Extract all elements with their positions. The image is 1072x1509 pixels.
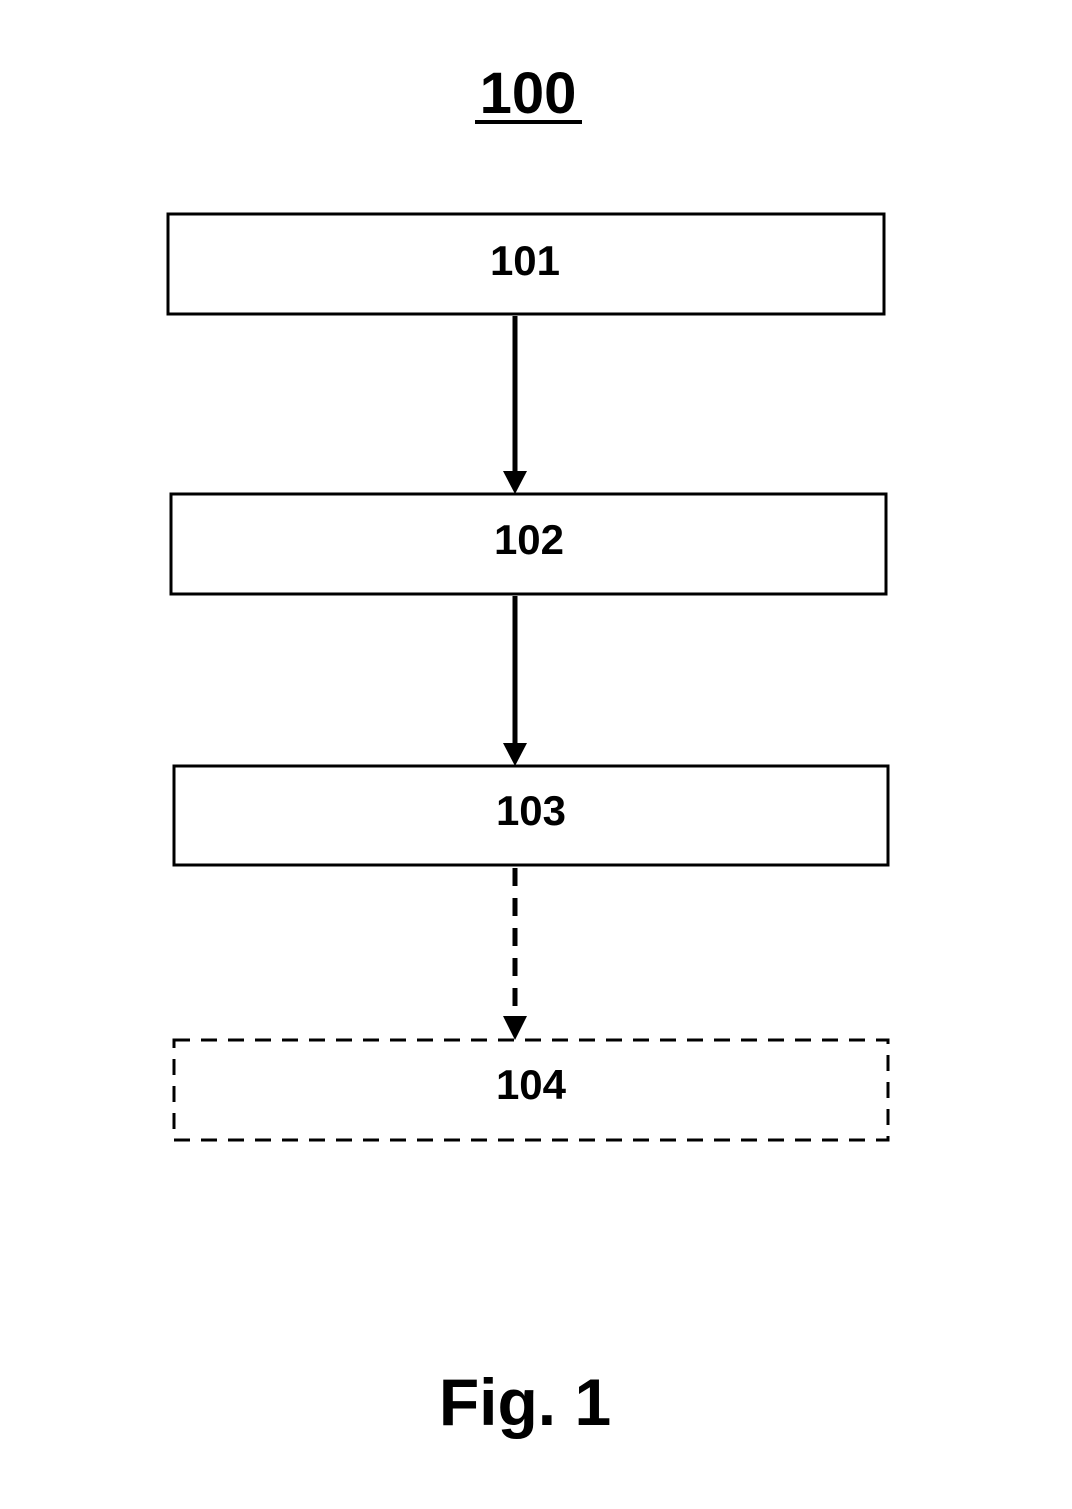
- step-label-104: 104: [496, 1061, 567, 1108]
- step-label-101: 101: [490, 237, 560, 284]
- figure-number: 100: [480, 61, 577, 126]
- arrowhead-103-to-104: [503, 1016, 527, 1040]
- figure-caption: Fig. 1: [439, 1365, 611, 1439]
- step-label-102: 102: [494, 516, 564, 563]
- arrowhead-101-to-102: [503, 471, 527, 494]
- step-label-103: 103: [496, 787, 566, 834]
- arrowhead-102-to-103: [503, 743, 527, 766]
